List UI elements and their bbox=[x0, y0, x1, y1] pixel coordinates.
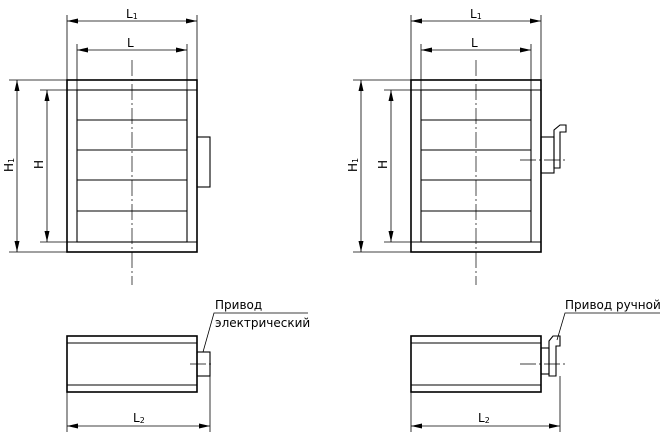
arrowhead bbox=[530, 18, 541, 24]
arrowhead bbox=[77, 47, 88, 53]
top-view-manual: Привод ручной L2 bbox=[410, 298, 661, 432]
arrowhead bbox=[520, 47, 531, 53]
arrowhead bbox=[421, 47, 432, 53]
handle-lever bbox=[553, 124, 567, 169]
arrowhead bbox=[176, 47, 187, 53]
arrowhead bbox=[186, 18, 197, 24]
manual-handle-top bbox=[540, 335, 561, 377]
electric-actuator bbox=[196, 136, 211, 188]
top-view-electric: Привод электрический L2 bbox=[66, 298, 310, 432]
leader-line bbox=[202, 312, 308, 353]
dimension-label-h1: H1 bbox=[346, 158, 360, 172]
dimension-label-l2: L2 bbox=[133, 411, 145, 425]
front-view-electric: L1 L H1 H bbox=[2, 7, 211, 285]
dimension-label-h1: H1 bbox=[2, 158, 16, 172]
electric-drive-label-2: электрический bbox=[215, 316, 310, 330]
handle-base bbox=[540, 347, 550, 375]
arrowhead bbox=[14, 80, 20, 91]
arrowhead bbox=[411, 423, 422, 429]
arrowhead bbox=[67, 18, 78, 24]
arrowhead bbox=[44, 231, 50, 242]
dimension-label-h: H bbox=[32, 160, 46, 169]
dimension-label-h: H bbox=[376, 160, 390, 169]
arrowhead bbox=[199, 423, 210, 429]
arrowhead bbox=[411, 18, 422, 24]
arrowhead bbox=[388, 231, 394, 242]
dimension-label-l1: L1 bbox=[126, 7, 138, 21]
dimension-label-l: L bbox=[471, 36, 478, 50]
arrowhead bbox=[358, 241, 364, 252]
front-view-manual: L1 L H1 H bbox=[346, 7, 567, 285]
leader-line bbox=[556, 312, 660, 341]
manual-drive-label: Привод ручной bbox=[565, 298, 661, 312]
dimension-label-l: L bbox=[127, 36, 134, 50]
arrowhead bbox=[44, 90, 50, 101]
dimension-label-l1: L1 bbox=[470, 7, 482, 21]
dimension-label-l2: L2 bbox=[478, 411, 490, 425]
arrowhead bbox=[358, 80, 364, 91]
manual-handle bbox=[540, 124, 567, 174]
handle-lever bbox=[548, 335, 561, 377]
arrowhead bbox=[67, 423, 78, 429]
arrowhead bbox=[388, 90, 394, 101]
electric-drive-label: Привод bbox=[215, 298, 262, 312]
damper-body-top bbox=[66, 335, 198, 393]
arrowhead bbox=[549, 423, 560, 429]
arrowhead bbox=[14, 241, 20, 252]
handle-base bbox=[540, 136, 555, 174]
